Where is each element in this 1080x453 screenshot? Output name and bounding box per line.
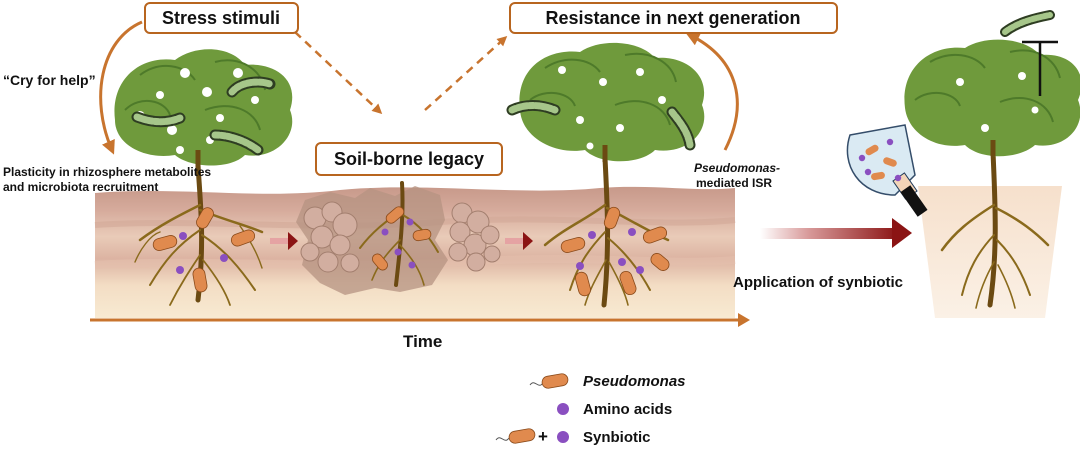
potted-plant xyxy=(904,10,1080,318)
middle-microbes xyxy=(560,206,670,297)
left-plant xyxy=(114,49,293,306)
legacy-label: Soil-borne legacy xyxy=(334,149,484,169)
legacy-microbes xyxy=(372,206,432,271)
legend-pseudomonas: Pseudomonas xyxy=(529,373,686,390)
cry-arrow xyxy=(99,20,143,155)
pot-roots xyxy=(940,149,1050,309)
plasticity-label-line2: and microbiota recruitment xyxy=(3,180,158,194)
resistance-arrow xyxy=(685,32,739,151)
time-arrow xyxy=(90,313,750,327)
caterpillar-icon xyxy=(226,76,276,98)
legend-synbiotic: + Synbiotic xyxy=(495,427,651,446)
caterpillar-icon xyxy=(666,106,696,151)
legend-synbiotic-label: Synbiotic xyxy=(583,429,651,446)
legend: Pseudomonas Amino acids + Synbiotic xyxy=(495,373,686,446)
middle-leaf-spots xyxy=(558,66,666,150)
legend-amino: Amino acids xyxy=(557,401,672,418)
dashed-arrow-up xyxy=(424,35,508,111)
isr-label-line2: mediated ISR xyxy=(696,176,772,190)
cry-for-help-label: “Cry for help” xyxy=(3,72,96,88)
stress-stimuli-box: Stress stimuli xyxy=(144,2,299,34)
resistance-box: Resistance in next generation xyxy=(509,2,838,34)
resistance-label: Resistance in next generation xyxy=(545,8,800,28)
legacy-box: Soil-borne legacy xyxy=(315,142,503,176)
caterpillar-icon xyxy=(506,100,561,116)
application-label: Application of synbiotic xyxy=(733,274,903,291)
legacy-soil xyxy=(296,181,501,295)
pot-canopy xyxy=(904,39,1080,157)
time-label: Time xyxy=(403,332,442,351)
caterpillar-icon xyxy=(1000,10,1055,37)
middle-plant xyxy=(506,42,705,308)
transition-arrow-2 xyxy=(505,232,533,250)
caterpillar-icon xyxy=(209,129,264,156)
soil-aggregate-right xyxy=(448,202,501,272)
soil-aggregate-left xyxy=(300,201,360,273)
synbiotic-flask xyxy=(846,124,928,217)
stress-stimuli-label: Stress stimuli xyxy=(162,8,280,28)
isr-label-line1: Pseudomonas- xyxy=(694,161,780,175)
application-arrow xyxy=(760,218,912,248)
caterpillar-icon xyxy=(131,111,186,128)
left-microbes xyxy=(152,207,256,293)
middle-canopy xyxy=(519,42,705,162)
legend-amino-label: Amino acids xyxy=(583,401,672,418)
inhibition-symbol xyxy=(1022,40,1058,96)
legend-pseudomonas-label: Pseudomonas xyxy=(583,373,686,390)
transition-arrow-1 xyxy=(270,232,298,250)
dashed-arrow-down xyxy=(294,31,383,115)
left-canopy xyxy=(114,49,293,168)
plasticity-label-line1: Plasticity in rhizosphere metabolites xyxy=(3,165,211,179)
legend-plus-label: + xyxy=(538,427,548,446)
pot-leaf-spots xyxy=(956,72,1039,132)
